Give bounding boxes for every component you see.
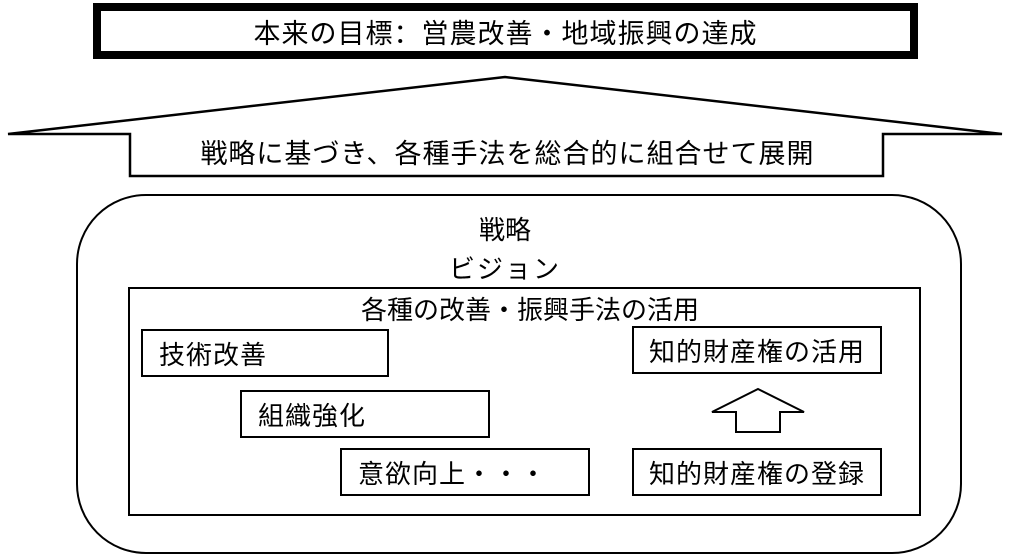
vision-label: ビジョン: [448, 254, 561, 285]
up-arrow-icon: [711, 387, 805, 433]
method-box-motivation: 意欲向上・・・: [340, 448, 590, 496]
roof-arrow: [7, 75, 1003, 178]
method-box-organization: 組織強化: [240, 390, 490, 438]
strategy-frame: [76, 194, 962, 554]
goal-title: 本来の目標：営農改善・地域振興の達成: [99, 9, 912, 53]
strategy-label: 戦略: [478, 215, 531, 246]
goal-box-outer: [93, 3, 918, 59]
ip-use-box: 知的財産権の活用: [632, 326, 882, 374]
methods-title: 各種の改善・振興手法の活用: [360, 295, 699, 326]
deployment-text: 戦略に基づき、各種手法を総合的に組合せて展開: [200, 138, 815, 170]
method-box-tech-improvement: 技術改善: [141, 329, 389, 377]
methods-frame: [128, 287, 921, 516]
ip-register-box: 知的財産権の登録: [632, 448, 882, 496]
